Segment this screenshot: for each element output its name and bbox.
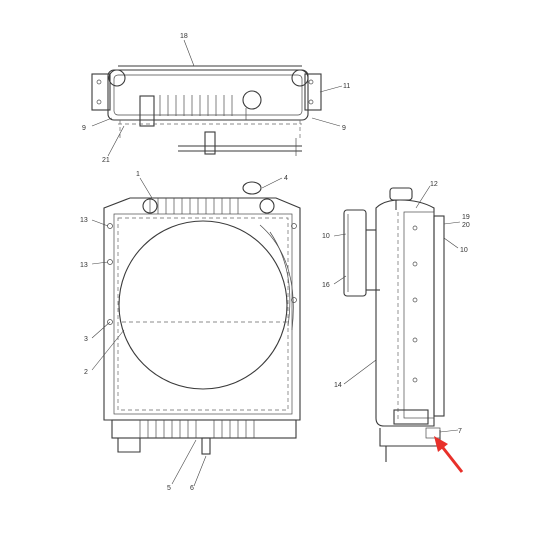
callout-9-left: 9 bbox=[82, 125, 86, 132]
callout-2: 2 bbox=[84, 369, 88, 376]
callout-14: 14 bbox=[334, 382, 342, 389]
callout-11: 11 bbox=[343, 83, 350, 90]
callout-12: 12 bbox=[430, 181, 438, 188]
callout-13-lower: 13 bbox=[80, 262, 88, 269]
callout-10-left: 10 bbox=[322, 233, 330, 240]
callout-16: 16 bbox=[322, 282, 330, 289]
front-view bbox=[91, 177, 301, 487]
highlight-arrow bbox=[434, 436, 464, 473]
callout-10-right: 10 bbox=[460, 247, 468, 254]
callout-6: 6 bbox=[190, 485, 194, 492]
callout-19: 19 bbox=[462, 214, 470, 221]
callout-4: 4 bbox=[284, 175, 288, 182]
callout-18: 18 bbox=[180, 33, 188, 40]
callout-1: 1 bbox=[136, 171, 140, 178]
callout-9-right: 9 bbox=[342, 125, 346, 132]
callout-20: 20 bbox=[462, 222, 470, 229]
callout-21: 21 bbox=[102, 157, 110, 164]
callout-labels: 18 11 9 9 21 1 4 13 13 3 2 5 6 12 10 19 … bbox=[80, 33, 470, 492]
callout-3: 3 bbox=[84, 336, 88, 343]
callout-7: 7 bbox=[458, 428, 462, 435]
side-view bbox=[333, 185, 464, 473]
callout-5: 5 bbox=[167, 485, 171, 492]
callout-13-upper: 13 bbox=[80, 217, 88, 224]
top-view bbox=[91, 39, 343, 157]
